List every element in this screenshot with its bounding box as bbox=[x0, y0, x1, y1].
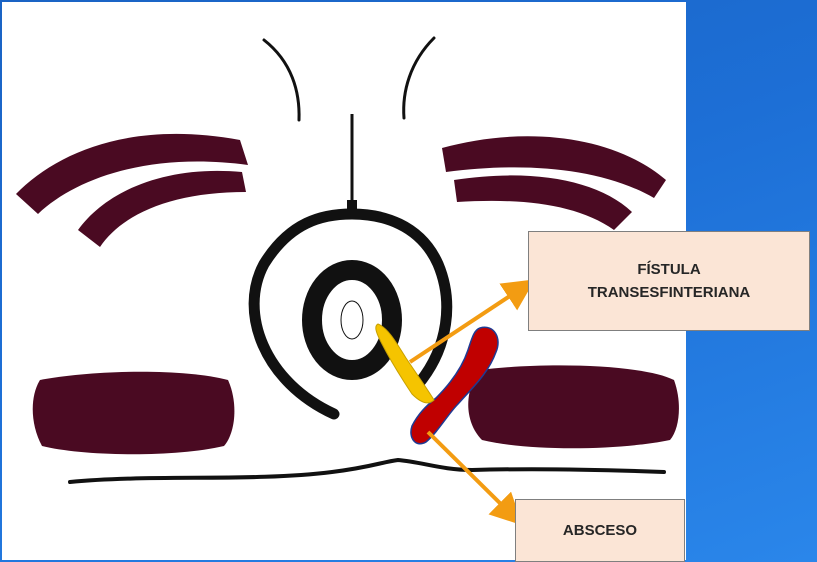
absceso-label: ABSCESO bbox=[563, 519, 637, 542]
anal-lumen bbox=[341, 301, 363, 339]
upper-curve-left bbox=[264, 40, 299, 120]
band-upper-right-2 bbox=[454, 175, 632, 230]
band-upper-left-2 bbox=[78, 171, 246, 247]
perineal-line bbox=[70, 460, 664, 482]
band-lower-left bbox=[33, 372, 235, 455]
band-lower-right bbox=[468, 365, 679, 448]
fistula-label-line1: FÍSTULA bbox=[637, 258, 700, 281]
arrow-to-absceso-label bbox=[428, 432, 514, 517]
absceso-label-box: ABSCESO bbox=[515, 499, 685, 562]
upper-curve-right bbox=[404, 38, 434, 118]
fistula-label-line2: TRANSESFINTERIANA bbox=[588, 281, 751, 304]
fistula-label-box: FÍSTULA TRANSESFINTERIANA bbox=[528, 231, 810, 331]
